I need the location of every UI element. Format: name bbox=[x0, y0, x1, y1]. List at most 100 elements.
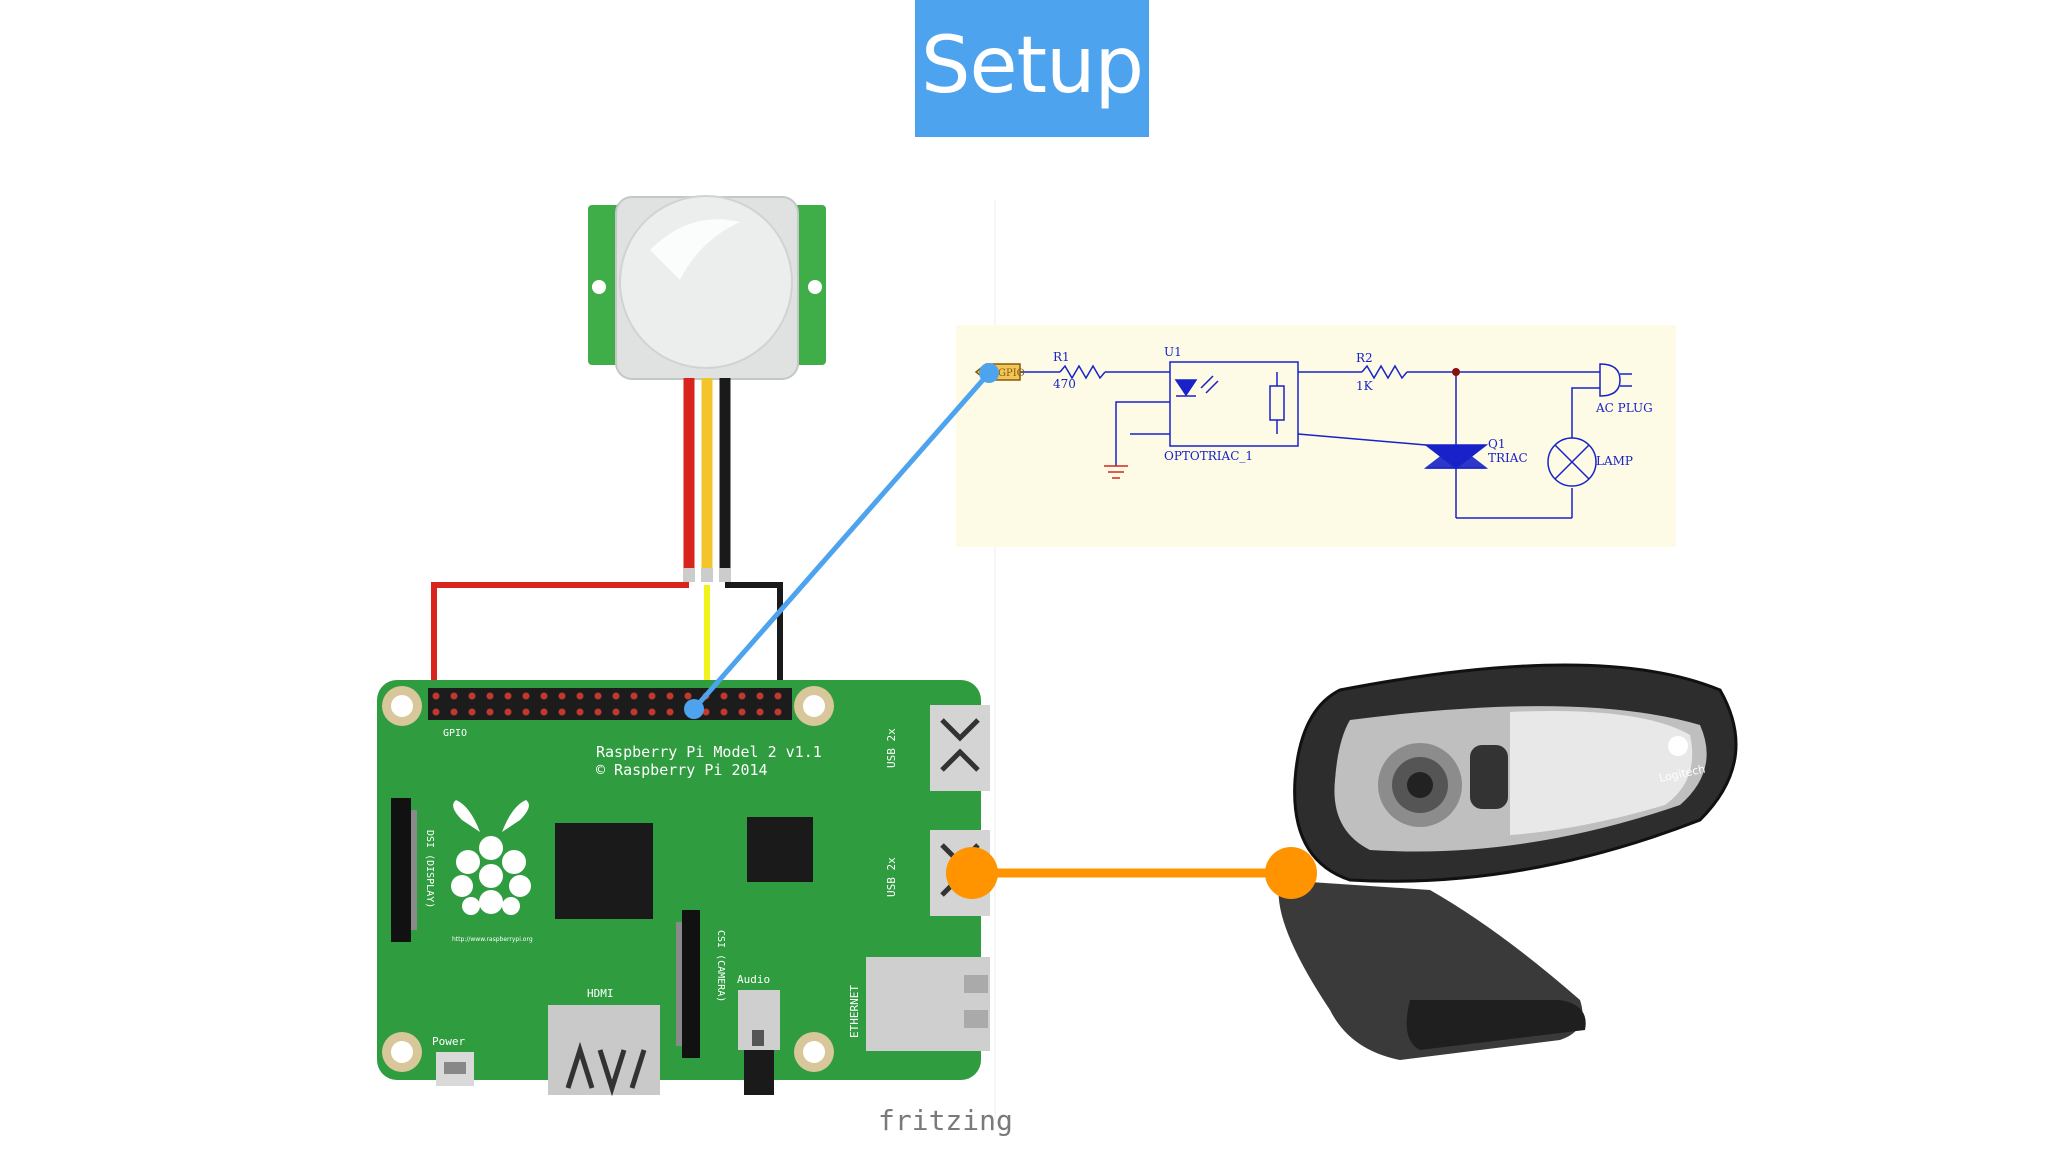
jumper-red bbox=[431, 582, 689, 690]
gpio-link-line bbox=[691, 370, 992, 712]
gpio-pins bbox=[432, 692, 782, 716]
title-banner: Setup bbox=[915, 0, 1149, 137]
lan-chip bbox=[747, 817, 813, 882]
pi-mount-holes bbox=[382, 686, 834, 1072]
lamp-cross-2 bbox=[1554, 444, 1590, 480]
gpio-pin bbox=[540, 692, 548, 700]
gpio-pin bbox=[450, 708, 458, 716]
ethernet-label: ETHERNET bbox=[848, 985, 861, 1038]
ac-plug-label: AC PLUG bbox=[1595, 401, 1653, 415]
pir-pin-1 bbox=[683, 568, 695, 582]
gpio-pin bbox=[774, 692, 782, 700]
gpio-header bbox=[428, 688, 792, 720]
usb-link-dot-webcam bbox=[1265, 847, 1317, 899]
csi-connector bbox=[682, 910, 700, 1058]
gpio-pin bbox=[738, 708, 746, 716]
gpio-pin bbox=[666, 692, 674, 700]
dsi-connector-latch bbox=[411, 810, 417, 930]
logo-berry-8 bbox=[462, 897, 480, 915]
gpio-pin bbox=[666, 708, 674, 716]
r1-ref: R1 bbox=[1053, 350, 1070, 364]
soc-chip bbox=[555, 823, 653, 919]
usb-top-slots bbox=[940, 718, 980, 772]
logo-berry-6 bbox=[509, 875, 531, 897]
gpio-pin bbox=[702, 708, 710, 716]
logitech-logo-icon bbox=[1668, 736, 1688, 756]
gpio-pin bbox=[522, 708, 530, 716]
r1-value: 470 bbox=[1053, 377, 1076, 391]
gpio-pin bbox=[468, 708, 476, 716]
u1-ref: U1 bbox=[1164, 345, 1182, 359]
csi-connector-latch bbox=[676, 922, 682, 1046]
audio-jack-barrel bbox=[744, 1050, 774, 1095]
gpio-pin bbox=[756, 692, 764, 700]
gpio-link-dot-pi bbox=[684, 699, 704, 719]
logo-berry-5 bbox=[451, 875, 473, 897]
mount-hole-br-inner bbox=[803, 1041, 825, 1063]
pi-website: http://www.raspberrypi.org bbox=[452, 936, 533, 943]
optotriac-emission-2 bbox=[1205, 380, 1219, 394]
gpio-pin bbox=[576, 692, 584, 700]
gpio-pin bbox=[648, 692, 656, 700]
page-title: Setup bbox=[920, 20, 1144, 111]
audio-label: Audio bbox=[737, 973, 770, 986]
pir-dome-highlight bbox=[650, 219, 740, 280]
gpio-link-dot-schematic bbox=[979, 363, 999, 383]
audio-jack-socket bbox=[752, 1030, 764, 1046]
dsi-connector bbox=[391, 798, 411, 942]
usb-top-label: USB 2x bbox=[885, 728, 898, 768]
gpio-pin bbox=[738, 692, 746, 700]
dsi-label: DSI (DISPLAY) bbox=[424, 830, 435, 908]
resistor-r1-symbol bbox=[1059, 364, 1106, 380]
fritzing-watermark: fritzing bbox=[878, 1104, 1013, 1137]
gpio-pin bbox=[774, 708, 782, 716]
logo-berry-4 bbox=[479, 864, 503, 888]
optotriac-box bbox=[1169, 361, 1299, 447]
ethernet-port bbox=[866, 957, 990, 1051]
schematic-lines bbox=[1018, 361, 1632, 519]
usb-bottom-label: USB 2x bbox=[885, 857, 898, 897]
hdmi-port bbox=[548, 1005, 660, 1095]
usb-top-shell bbox=[930, 705, 990, 791]
logo-berry-9 bbox=[502, 897, 520, 915]
gpio-pin bbox=[594, 708, 602, 716]
logo-leaf-left bbox=[453, 800, 480, 832]
raspberry-pi-board: GPIO Raspberry Pi Model 2 v1.1 © Raspber… bbox=[377, 680, 990, 1097]
power-label: Power bbox=[432, 1035, 465, 1048]
ac-plug-symbol bbox=[1599, 363, 1621, 397]
gpio-pin bbox=[450, 692, 458, 700]
gpio-pin bbox=[756, 708, 764, 716]
jumper-black bbox=[725, 582, 783, 700]
gpio-pin bbox=[558, 708, 566, 716]
ethernet-led-top bbox=[964, 975, 988, 993]
junction-dot bbox=[1452, 368, 1460, 376]
gpio-pin bbox=[630, 708, 638, 716]
gpio-pin bbox=[486, 692, 494, 700]
wire-lamp-plug bbox=[1571, 387, 1600, 438]
usb-link-dot-pi bbox=[946, 847, 998, 899]
q1-ref: Q1 bbox=[1488, 437, 1505, 451]
gpio-pin bbox=[630, 692, 638, 700]
pir-sensor bbox=[588, 195, 826, 380]
r2-value: 1K bbox=[1356, 379, 1374, 393]
raspberry-logo bbox=[451, 800, 531, 915]
pi-pcb bbox=[377, 680, 981, 1080]
pir-pin-2 bbox=[701, 568, 713, 582]
q1-name: TRIAC bbox=[1488, 451, 1528, 465]
gpio-pin bbox=[504, 692, 512, 700]
webcam-stand-base bbox=[1406, 1000, 1586, 1050]
gpio-pin bbox=[576, 708, 584, 716]
logo-leaf-right bbox=[502, 800, 529, 832]
pi-copyright-label: © Raspberry Pi 2014 bbox=[596, 761, 768, 779]
gpio-pin bbox=[504, 708, 512, 716]
gpio-pin bbox=[720, 708, 728, 716]
gpio-pin bbox=[486, 708, 494, 716]
gpio-board-label: GPIO bbox=[443, 728, 467, 739]
mount-hole-bl-inner bbox=[391, 1041, 413, 1063]
logo-berry-7 bbox=[479, 890, 503, 914]
pi-model-label: Raspberry Pi Model 2 v1.1 bbox=[596, 743, 822, 761]
r2-ref: R2 bbox=[1356, 351, 1373, 365]
logo-berry-2 bbox=[456, 850, 480, 874]
gpio-net-label: GPIO bbox=[998, 368, 1025, 379]
pir-wires bbox=[431, 378, 783, 700]
